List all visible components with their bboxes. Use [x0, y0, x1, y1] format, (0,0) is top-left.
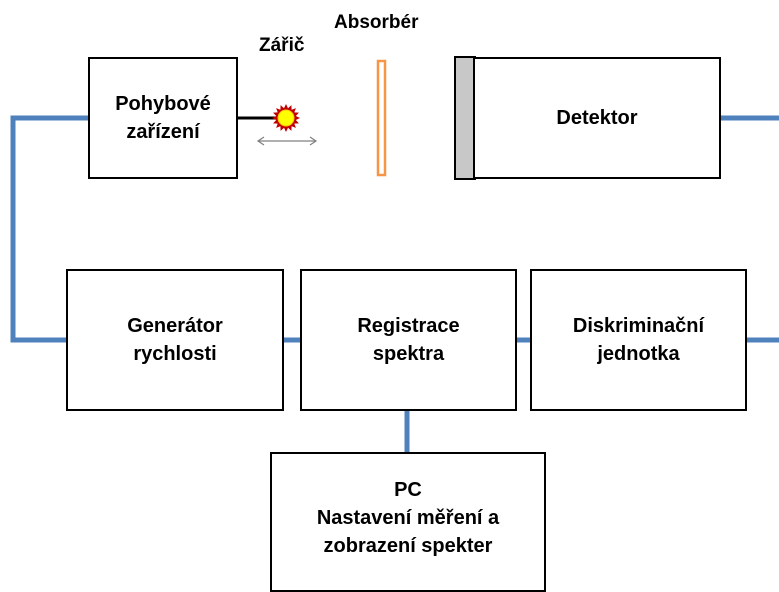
detector-block: Detektor — [473, 57, 721, 179]
discrimination-unit-block: Diskriminační jednotka — [530, 269, 747, 411]
velocity-generator-block: Generátor rychlosti — [66, 269, 284, 411]
motion-device-block: Pohybové zařízení — [88, 57, 238, 179]
velocity-generator-label: Generátor rychlosti — [127, 315, 223, 365]
pc-label: PC Nastavení měření a zobrazení spekter — [316, 479, 500, 557]
wire-motion-to-generator — [10, 115, 88, 343]
discrimination-unit-label: Diskriminační jednotka — [572, 315, 705, 365]
detector-label: Detektor — [556, 107, 638, 129]
absorber-plate — [376, 59, 387, 177]
absorber-label: Absorbér — [334, 12, 419, 33]
spectrum-registration-block: Registrace spektra — [300, 269, 517, 411]
radiation-source-icon — [272, 104, 300, 132]
wire-group — [10, 115, 779, 453]
source-label: Zářič — [259, 35, 305, 56]
motion-device-label: Pohybové zařízení — [115, 93, 211, 143]
detector-window — [454, 56, 476, 180]
movement-arrow — [256, 136, 318, 146]
pc-block: PC Nastavení měření a zobrazení spekter — [270, 452, 546, 592]
spectrum-registration-label: Registrace spektra — [357, 315, 460, 365]
